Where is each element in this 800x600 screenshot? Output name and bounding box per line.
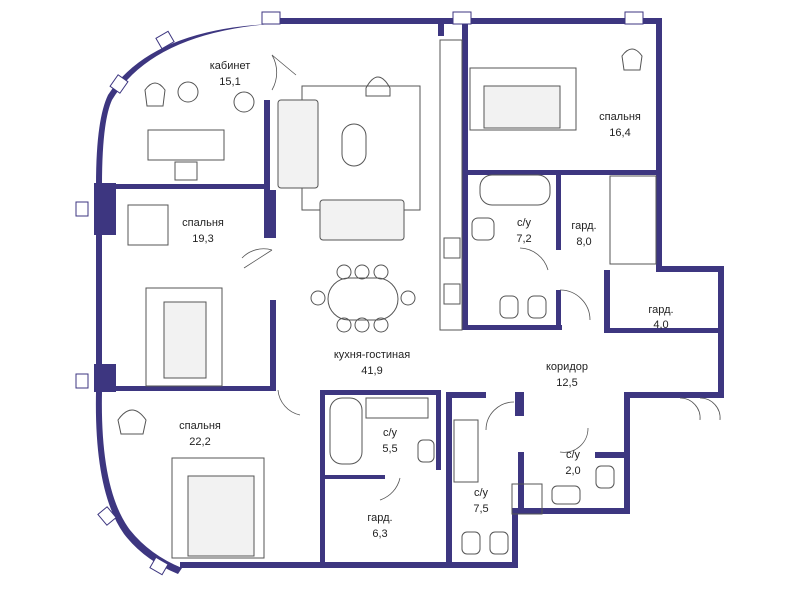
room-area-bedroom-left: 19,3 xyxy=(192,233,213,245)
interior-walls xyxy=(100,24,720,562)
room-labels: кабинет 15,1 спальня 16,4 спальня 19,3 с… xyxy=(179,60,674,540)
room-area-bedroom-top: 16,4 xyxy=(609,127,630,139)
room-name-bath-bottom: с/у xyxy=(474,487,489,499)
room-area-wardrobe-bottom: 6,3 xyxy=(372,528,387,540)
room-name-bath-top: с/у xyxy=(517,217,532,229)
room-name-bedroom-bottom: спальня xyxy=(179,420,221,432)
room-area-bedroom-bottom: 22,2 xyxy=(189,436,210,448)
room-name-wardrobe-bottom: гард. xyxy=(367,512,392,524)
room-name-bedroom-left: спальня xyxy=(182,217,224,229)
room-name-wardrobe-top: гард. xyxy=(571,220,596,232)
doors xyxy=(241,54,721,501)
room-area-cabinet: 15,1 xyxy=(219,76,240,88)
room-name-wardrobe-small: гард. xyxy=(648,304,673,316)
room-name-kitchen: кухня-гостиная xyxy=(334,349,410,361)
room-area-kitchen: 41,9 xyxy=(361,365,382,377)
room-area-bath-mid: 5,5 xyxy=(382,443,397,455)
room-area-corridor: 12,5 xyxy=(556,377,577,389)
room-name-corridor: коридор xyxy=(546,361,588,373)
room-area-wardrobe-small: 4,0 xyxy=(653,319,668,331)
room-area-wardrobe-top: 8,0 xyxy=(576,236,591,248)
room-name-cabinet: кабинет xyxy=(210,60,250,72)
room-name-bedroom-top: спальня xyxy=(599,111,641,123)
room-area-bath-top: 7,2 xyxy=(516,233,531,245)
room-area-bath-small: 2,0 xyxy=(565,465,580,477)
room-name-bath-mid: с/у xyxy=(383,427,398,439)
outer-walls xyxy=(75,11,724,576)
room-name-bath-small: с/у xyxy=(566,449,581,461)
room-area-bath-bottom: 7,5 xyxy=(473,503,488,515)
furniture xyxy=(117,39,657,559)
